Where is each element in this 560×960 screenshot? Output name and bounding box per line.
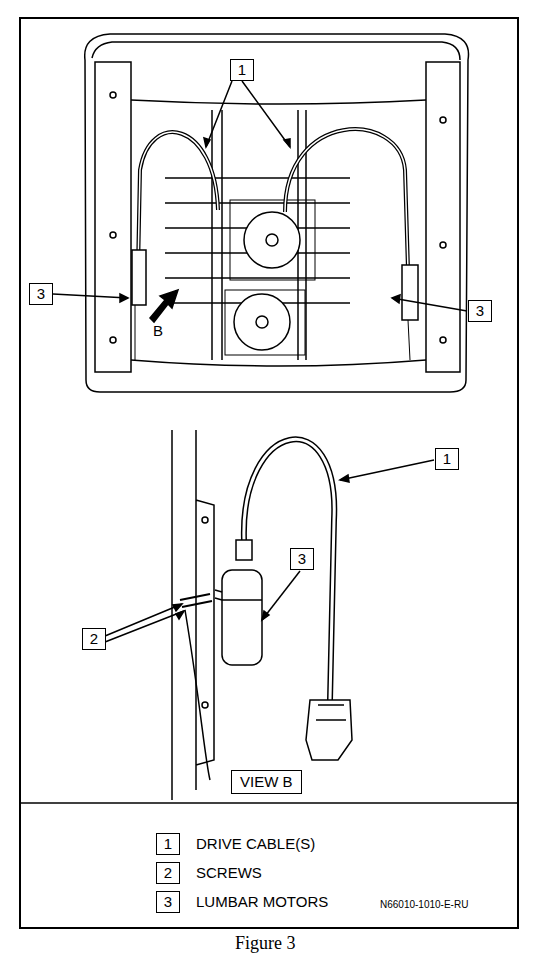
legend-text: DRIVE CABLE(S) <box>196 835 315 853</box>
legend-text: SCREWS <box>196 864 262 882</box>
callout-number: 1 <box>230 59 254 81</box>
figure-caption: Figure 3 <box>235 934 296 952</box>
callout-number: 2 <box>82 628 106 650</box>
view-label: VIEW B <box>240 773 293 791</box>
callout-number: 3 <box>156 891 180 913</box>
callout-number: 1 <box>435 448 459 470</box>
view-letter: B <box>153 322 163 340</box>
callout-number: 3 <box>468 300 492 322</box>
callout-number: 3 <box>29 283 53 305</box>
callout-number: 3 <box>290 548 314 570</box>
legend-text: LUMBAR MOTORS <box>196 893 328 911</box>
lumbar-wire <box>165 202 350 204</box>
lumbar-wire <box>165 277 350 279</box>
lumbar-wire <box>165 177 350 179</box>
callout-number: 1 <box>156 833 180 855</box>
view-label-box: VIEW B <box>231 770 302 794</box>
callout-number: 2 <box>156 862 180 884</box>
drawing-code: N66010-1010-E-RU <box>380 896 468 914</box>
